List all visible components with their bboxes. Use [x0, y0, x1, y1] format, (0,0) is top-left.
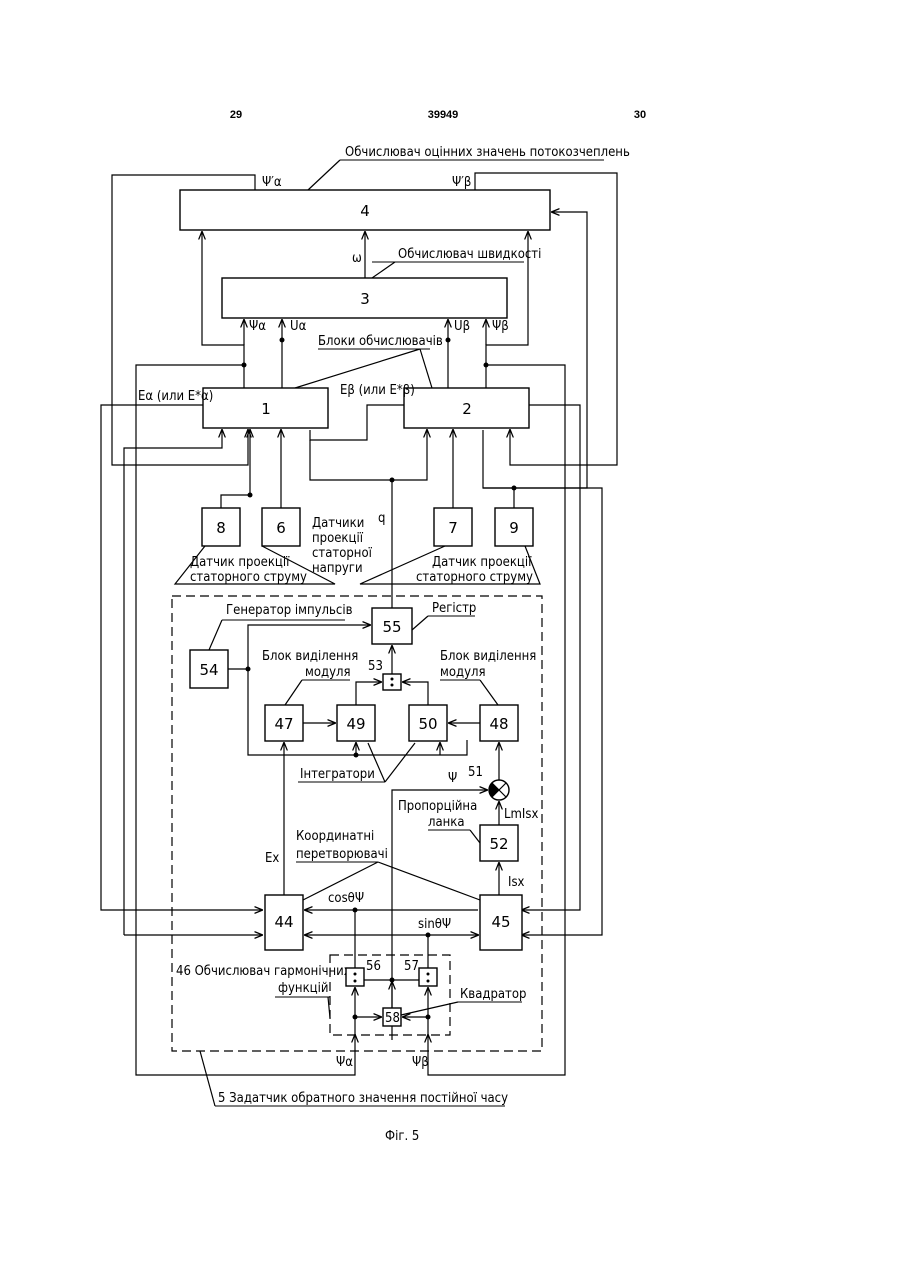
signal-lm-isx: LmIsx [504, 807, 538, 822]
figure-caption: Фіг. 5 [385, 1129, 419, 1144]
signal-ex: Ex [265, 851, 279, 866]
harmonic-label-1: 46 Обчислювач гармонічних [176, 964, 351, 979]
svg-text:напруги: напруги [312, 561, 363, 576]
integrators-label: Інтегратори [300, 767, 375, 782]
signal-psi-b: Ψβ [492, 319, 509, 334]
signal-isx: Isx [508, 875, 525, 890]
svg-text:58: 58 [385, 1011, 400, 1026]
signal-psi-a-prime: Ψ′α [262, 175, 282, 190]
module-left-label-1: Блок виділення [262, 649, 358, 664]
signal-psi-b-prime: Ψ′β [452, 175, 471, 190]
svg-text:54: 54 [199, 661, 218, 679]
signal-omega: ω [352, 251, 362, 266]
block-4-label: 4 [360, 202, 370, 220]
signal-cos: cosθΨ [328, 891, 364, 906]
svg-text:функцій: функцій [278, 981, 328, 996]
setter-label: 5 Задатчик обратного значення постійної … [218, 1091, 508, 1106]
coord-conv-label-1: Координатні [296, 829, 374, 844]
svg-text:статорного струму: статорного струму [416, 570, 533, 585]
svg-text:48: 48 [489, 715, 508, 733]
current-sensor-right-1: Датчик проекції [432, 555, 532, 570]
flux-estimator-label: Обчислювач оцінних значень потокозчеплен… [345, 145, 630, 160]
svg-text:статорної: статорної [312, 546, 373, 561]
page-number-left: 29 [230, 109, 242, 121]
signal-sin: sinθΨ [418, 917, 451, 932]
block-56 [346, 968, 364, 986]
signal-u-b: Uβ [454, 319, 470, 334]
calc-blocks-label: Блоки обчислювачів [318, 334, 443, 349]
register-label: Регістр [432, 601, 476, 616]
svg-text:56: 56 [366, 959, 381, 974]
block-57 [419, 968, 437, 986]
svg-text:модуля: модуля [305, 665, 351, 680]
svg-text:статорного струму: статорного струму [190, 570, 307, 585]
svg-text:6: 6 [276, 519, 286, 537]
patent-number: 39949 [428, 109, 459, 121]
svg-text:ланка: ланка [428, 815, 465, 830]
current-sensor-left-1: Датчик проекції [190, 555, 290, 570]
svg-text:47: 47 [274, 715, 293, 733]
signal-q: q [378, 511, 385, 526]
signal-u-a: Uα [290, 319, 307, 334]
proportional-label-1: Пропорційна [398, 799, 477, 814]
svg-text:9: 9 [509, 519, 519, 537]
svg-text:53: 53 [368, 659, 383, 674]
svg-text:перетворювачі: перетворювачі [296, 847, 388, 862]
svg-text:модуля: модуля [440, 665, 486, 680]
voltage-sensors-label-1: Датчики [312, 516, 364, 531]
svg-text:45: 45 [491, 913, 510, 931]
squarer-label: Квадратор [460, 987, 526, 1002]
svg-text:52: 52 [489, 835, 508, 853]
signal-psi-b-in: Ψβ [412, 1055, 429, 1070]
svg-text:57: 57 [404, 959, 419, 974]
signal-e-a: Eα (или E*α) [138, 389, 213, 404]
signal-psi-a-in: Ψα [336, 1055, 353, 1070]
signal-psi-a: Ψα [249, 319, 266, 334]
signal-e-b: Eβ (или E*β) [340, 383, 415, 398]
pulse-generator-label: Генератор імпульсів [226, 603, 353, 618]
block-2-label: 2 [462, 400, 472, 418]
svg-text:7: 7 [448, 519, 458, 537]
svg-text:проекції: проекції [312, 531, 364, 546]
block-1-label: 1 [261, 400, 271, 418]
block-53 [383, 674, 401, 690]
module-right-label-1: Блок виділення [440, 649, 536, 664]
svg-text:8: 8 [216, 519, 226, 537]
speed-calc-label: Обчислювач швидкості [398, 247, 541, 262]
svg-text:50: 50 [418, 715, 437, 733]
svg-text:51: 51 [468, 765, 483, 780]
block-3-label: 3 [360, 290, 370, 308]
signal-psi: Ψ [448, 771, 457, 786]
page-number-right: 30 [634, 109, 646, 121]
svg-text:44: 44 [274, 913, 293, 931]
svg-text:49: 49 [346, 715, 365, 733]
svg-text:55: 55 [382, 618, 401, 636]
